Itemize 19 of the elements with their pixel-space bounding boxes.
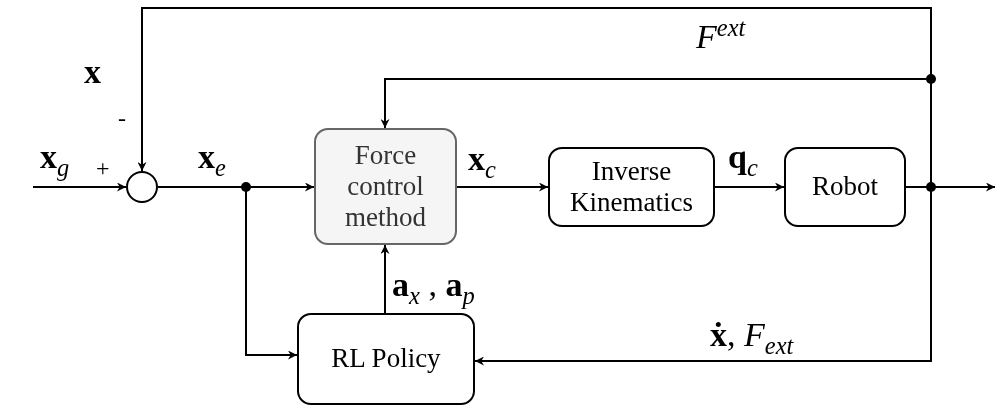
summing-junction-circle: [126, 171, 158, 203]
process-box: Robot: [784, 147, 906, 227]
arrow: [456, 182, 549, 192]
arrow: [714, 182, 785, 192]
arrow: [380, 244, 390, 314]
signal-label: x$_{c}$: [468, 142, 496, 183]
process-box: RL Policy: [297, 313, 475, 405]
signal-label: F$^{ext}$: [696, 16, 746, 55]
signal-label: x$_{g}$: [40, 140, 70, 181]
signal-label: a$_{x}$ , a$_{p}$: [392, 268, 475, 309]
signal-label: q$_{c}$: [728, 140, 758, 181]
signal-label: x$_{e}$: [198, 140, 226, 181]
sign-label: -: [118, 106, 126, 130]
process-box: Force control method: [314, 128, 457, 245]
signal-label: x: [84, 55, 101, 89]
process-box: Inverse Kinematics: [548, 147, 715, 227]
arrow: [32, 182, 127, 192]
sign-label: +: [96, 156, 110, 180]
signal-label: ẋ, F$_{ext}$: [710, 318, 794, 359]
